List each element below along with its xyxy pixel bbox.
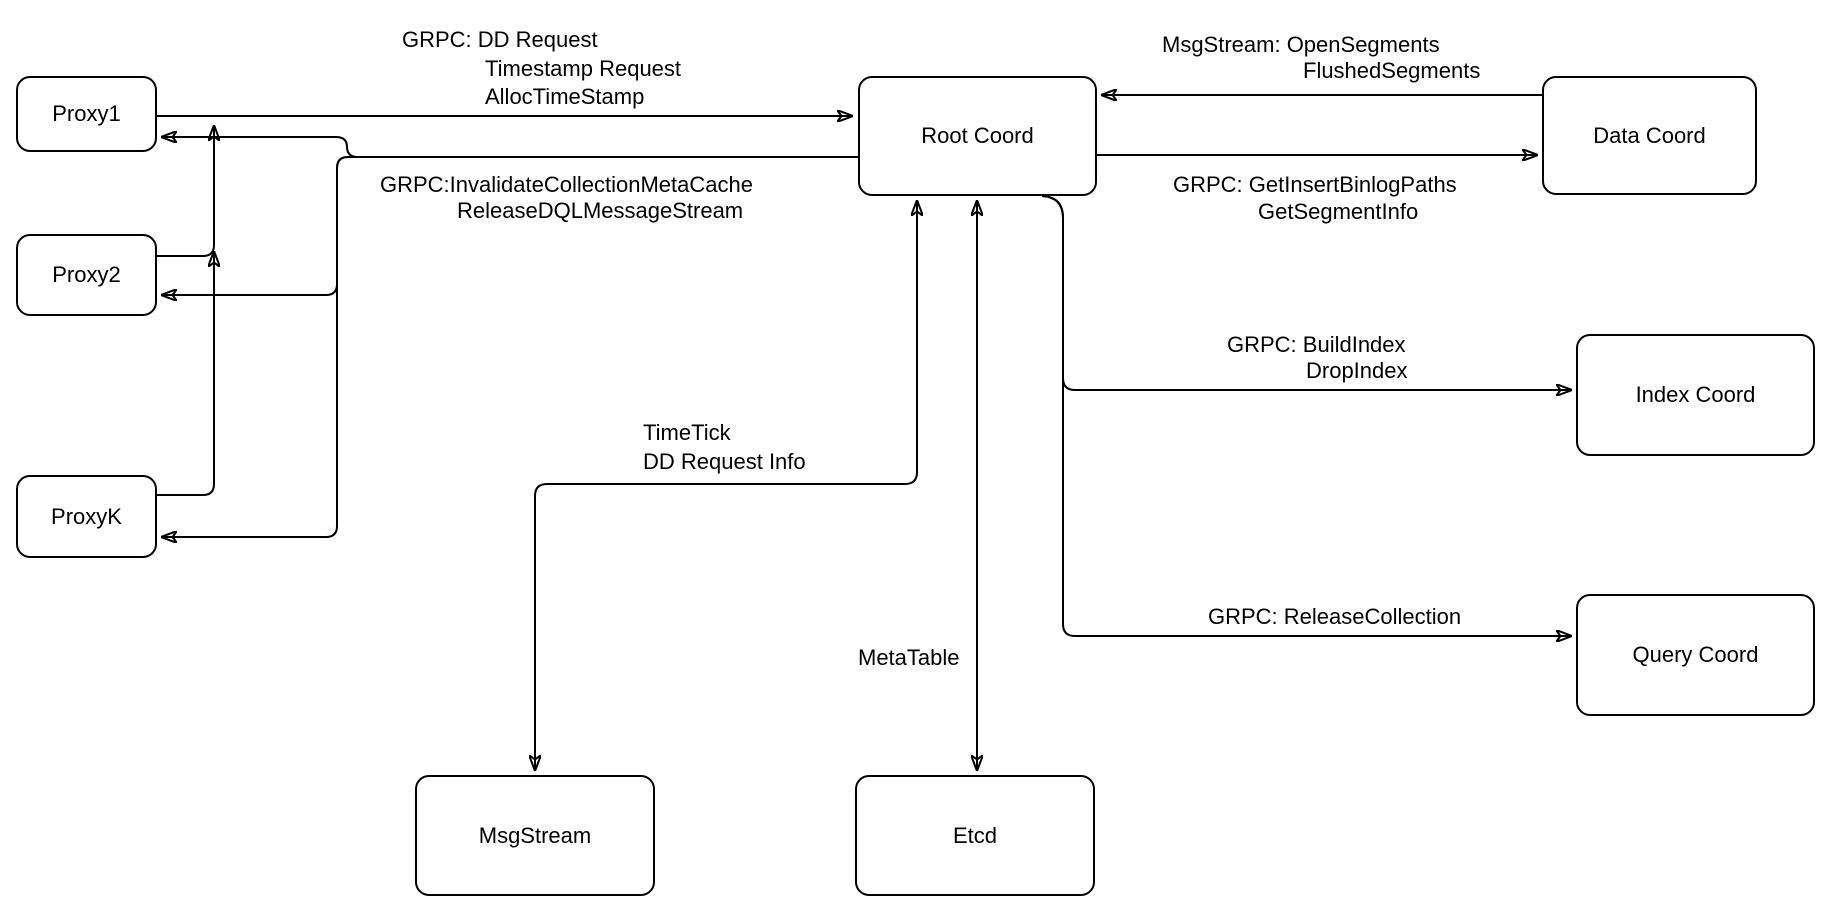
edge-root-to-querycoord[interactable] bbox=[1041, 195, 1571, 636]
node-etcd-label: Etcd bbox=[952, 822, 998, 848]
node-root-coord[interactable]: Root Coord bbox=[858, 76, 1097, 196]
node-proxy1-label: Proxy1 bbox=[52, 101, 121, 126]
edge-label-root-to-index-line2: DropIndex bbox=[1306, 358, 1408, 383]
edge-label-root-to-proxy-line1: GRPC:InvalidateCollectionMetaCache bbox=[380, 172, 753, 197]
node-query-coord[interactable]: Query Coord bbox=[1576, 594, 1815, 716]
node-data-coord[interactable]: Data Coord bbox=[1542, 76, 1757, 195]
node-root-coord-label: Root Coord bbox=[921, 123, 1034, 148]
edge-label-root-msgstream-line1: TimeTick bbox=[643, 420, 731, 445]
edge-root-to-proxy1[interactable] bbox=[162, 137, 858, 158]
edge-label-root-msgstream-line2: DD Request Info bbox=[643, 449, 806, 474]
node-msgstream-label: MsgStream bbox=[478, 822, 592, 848]
edge-label-root-to-data-line2: GetSegmentInfo bbox=[1258, 199, 1419, 224]
edge-label-root-to-query: GRPC: ReleaseCollection bbox=[1208, 604, 1462, 629]
edge-proxyk-to-root[interactable] bbox=[157, 252, 214, 496]
edge-root-msgstream-timetick[interactable] bbox=[535, 201, 917, 770]
node-proxy2[interactable]: Proxy2 bbox=[16, 234, 157, 316]
edge-label-root-to-data-line1: GRPC: GetInsertBinlogPaths bbox=[1173, 172, 1457, 197]
edge-label-data-to-root-line1: MsgStream: OpenSegments bbox=[1162, 32, 1440, 57]
edge-proxy2-to-root[interactable] bbox=[157, 126, 214, 257]
edge-label-root-etcd-metatable: MetaTable bbox=[858, 645, 960, 670]
edge-root-to-proxyk[interactable] bbox=[162, 156, 858, 537]
node-proxyk[interactable]: ProxyK bbox=[16, 475, 157, 558]
edge-label-root-to-proxy-line2: ReleaseDQLMessageStream bbox=[457, 198, 744, 223]
node-query-coord-label: Query Coord bbox=[1632, 642, 1759, 667]
edge-label-data-to-root-line2: FlushedSegments bbox=[1303, 58, 1481, 83]
node-index-coord-label: Index Coord bbox=[1635, 382, 1756, 407]
node-msgstream[interactable]: MsgStream bbox=[415, 775, 655, 896]
edge-label-proxy-to-root-line2: Timestamp Request bbox=[485, 56, 682, 81]
node-proxyk-label: ProxyK bbox=[51, 503, 122, 529]
node-proxy2-label: Proxy2 bbox=[52, 262, 121, 287]
edge-label-root-to-index-line1: GRPC: BuildIndex bbox=[1227, 332, 1406, 357]
edge-label-proxy-to-root-line1: GRPC: DD Request bbox=[402, 27, 598, 52]
node-proxy1[interactable]: Proxy1 bbox=[16, 76, 157, 152]
edge-label-proxy-to-root-line3: AllocTimeStamp bbox=[485, 84, 645, 109]
node-data-coord-label: Data Coord bbox=[1593, 122, 1706, 148]
node-etcd[interactable]: Etcd bbox=[855, 775, 1095, 896]
node-index-coord[interactable]: Index Coord bbox=[1576, 334, 1815, 456]
